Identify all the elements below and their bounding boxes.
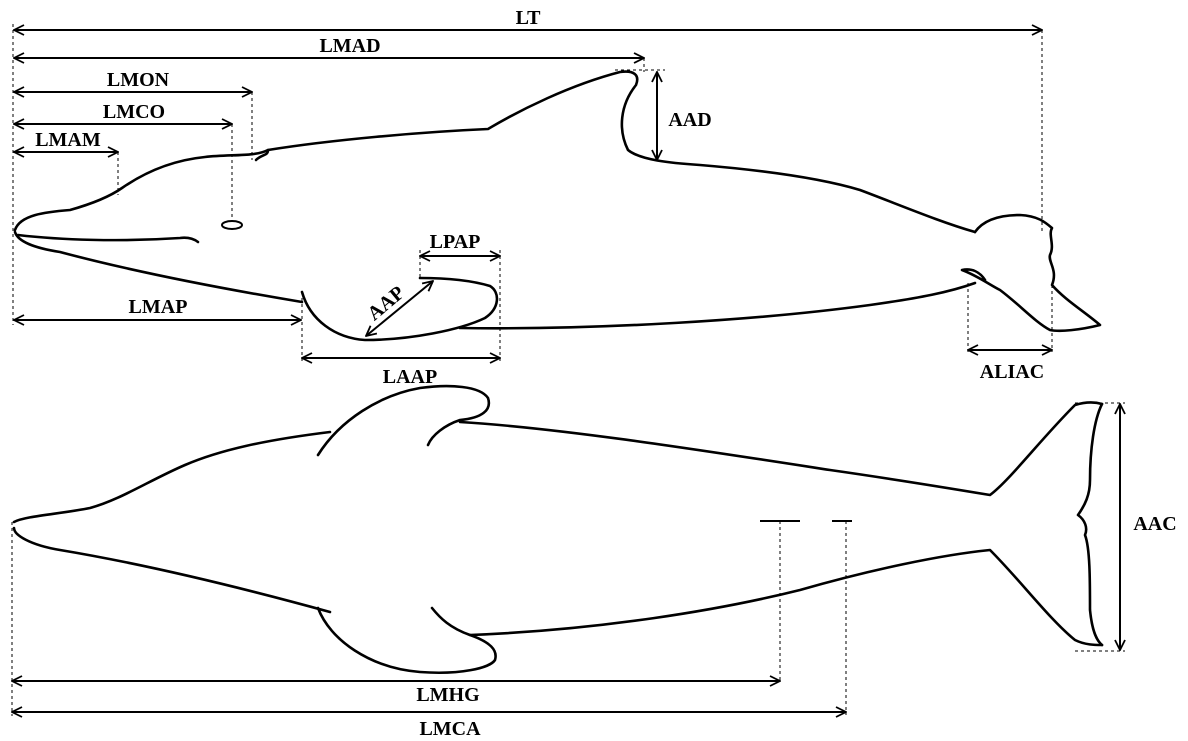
lt-label: LT <box>516 7 542 29</box>
lmam-label: LMAM <box>35 129 101 151</box>
dorsal-view-dolphin <box>12 384 1104 674</box>
lmca-label: LMCA <box>419 718 481 740</box>
lmon-label: LMON <box>107 69 170 91</box>
aap-arrow <box>366 281 433 336</box>
lateral-body-dorsal-outline <box>13 70 977 234</box>
lpap-label: LPAP <box>430 231 481 253</box>
lateral-mouth-line <box>16 233 200 244</box>
lmco-label: LMCO <box>103 101 165 123</box>
lmhg-label: LMHG <box>416 684 480 706</box>
dorsal-body-upper-outline <box>12 401 1104 524</box>
dimension-arrows <box>12 30 1120 712</box>
lateral-genital-mark <box>254 148 270 162</box>
measurement-labels: LT LMAD LMON LMCO LMAM AAD LPAP AAP LMAP… <box>35 7 1176 740</box>
lateral-view-dolphin <box>13 70 1102 342</box>
aliac-label: ALIAC <box>980 361 1044 383</box>
dorsal-body-lower-outline <box>12 526 1104 647</box>
laap-label: LAAP <box>383 366 437 388</box>
lateral-pectoral-fin <box>300 276 499 342</box>
lateral-body-ventral-outline <box>13 230 977 330</box>
lateral-eye <box>221 220 243 230</box>
dorsal-upper-fin <box>316 384 491 457</box>
lateral-tail-flukes <box>960 213 1102 333</box>
aac-label: AAC <box>1133 513 1176 535</box>
lmad-label: LMAD <box>319 35 380 57</box>
lmap-label: LMAP <box>129 296 188 318</box>
guide-lines <box>11 24 1125 716</box>
aad-label: AAD <box>668 109 711 131</box>
dorsal-tail-fluke-edge <box>1076 402 1104 647</box>
dorsal-lower-fin <box>316 606 497 674</box>
